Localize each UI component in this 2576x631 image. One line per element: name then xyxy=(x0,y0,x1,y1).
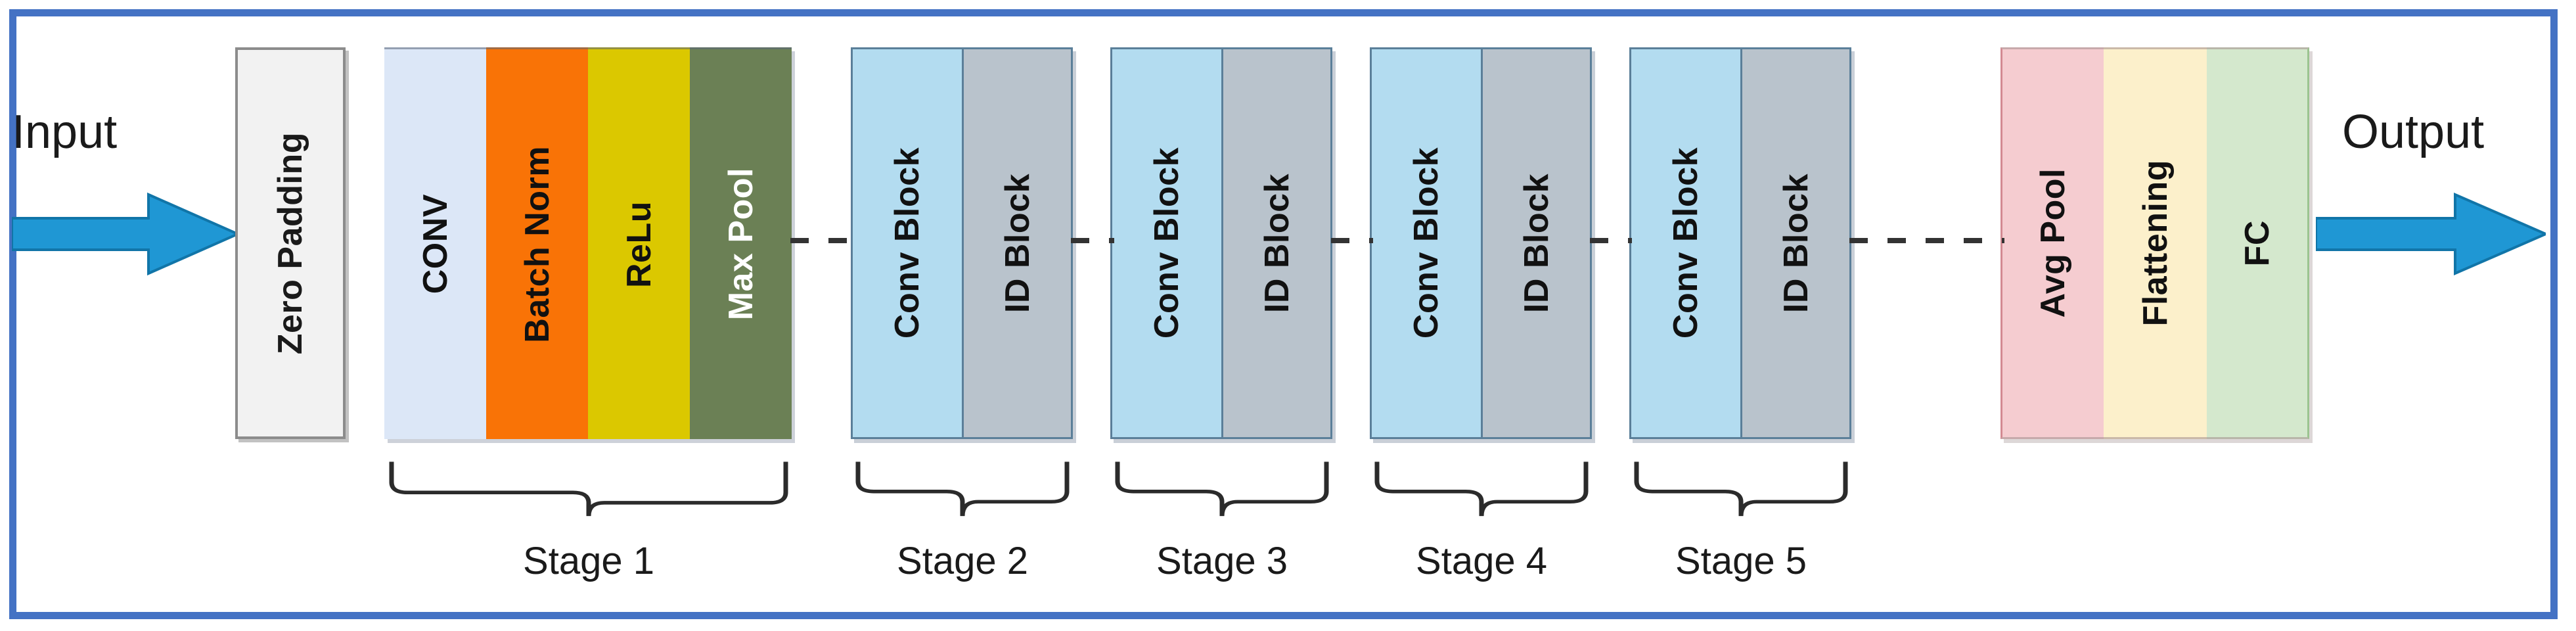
tail-stack: Avg Pool Flattening FC xyxy=(2000,47,2309,439)
block-zero-padding[interactable]: Zero Padding xyxy=(235,47,346,439)
block-id-block-3[interactable]: ID Block xyxy=(1221,47,1332,439)
block-id-block-4[interactable]: ID Block xyxy=(1481,47,1592,439)
block-label-flattening: Flattening xyxy=(2136,160,2175,327)
curly-brace-icon xyxy=(1115,461,1329,517)
block-label-fc: FC xyxy=(2238,220,2276,267)
block-label-conv-block-2: Conv Block xyxy=(888,147,926,339)
block-label-id-block-5: ID Block xyxy=(1776,173,1815,314)
block-label-conv-block-5: Conv Block xyxy=(1667,147,1705,339)
stage-2-stack: Conv Block ID Block xyxy=(851,47,1073,439)
block-label-relu: ReLu xyxy=(620,200,658,288)
block-max-pool[interactable]: Max Pool xyxy=(690,47,792,439)
input-label: Input xyxy=(12,106,118,158)
brace-stage-3 xyxy=(1114,454,1330,527)
block-label-avg-pool: Avg Pool xyxy=(2034,168,2072,318)
stage-label-4: Stage 4 xyxy=(1416,540,1547,582)
block-label-id-block-2: ID Block xyxy=(998,173,1037,314)
block-label-batch-norm: Batch Norm xyxy=(518,145,556,343)
connector-stage1-stage2 xyxy=(790,238,853,243)
block-relu[interactable]: ReLu xyxy=(588,47,690,439)
brace-stage-1 xyxy=(388,454,790,527)
block-batch-norm[interactable]: Batch Norm xyxy=(486,47,588,439)
connector-stage2-stage3 xyxy=(1071,238,1114,243)
block-conv[interactable]: CONV xyxy=(384,47,486,439)
block-label-zero-padding: Zero Padding xyxy=(271,131,309,355)
connector-stage5-tail xyxy=(1849,238,2004,243)
right-arrow-icon xyxy=(2316,192,2546,276)
block-label-conv-block-4: Conv Block xyxy=(1407,147,1445,339)
block-avg-pool[interactable]: Avg Pool xyxy=(2000,47,2104,439)
stage-4-stack: Conv Block ID Block xyxy=(1370,47,1592,439)
curly-brace-icon xyxy=(1374,461,1589,517)
curly-brace-icon xyxy=(389,461,788,517)
input-arrow xyxy=(12,192,238,276)
brace-stage-2 xyxy=(854,454,1071,527)
output-arrow xyxy=(2316,192,2546,276)
stage-label-1: Stage 1 xyxy=(523,540,654,582)
brace-stage-4 xyxy=(1373,454,1590,527)
block-label-id-block-3: ID Block xyxy=(1257,173,1296,314)
block-conv-block-2[interactable]: Conv Block xyxy=(851,47,962,439)
stage-label-5: Stage 5 xyxy=(1675,540,1807,582)
connector-stage3-stage4 xyxy=(1331,238,1373,243)
stage-3-stack: Conv Block ID Block xyxy=(1110,47,1332,439)
block-label-conv-block-3: Conv Block xyxy=(1148,147,1186,339)
stage-label-2: Stage 2 xyxy=(897,540,1028,582)
block-id-block-5[interactable]: ID Block xyxy=(1740,47,1851,439)
brace-stage-5 xyxy=(1633,454,1849,527)
output-label: Output xyxy=(2342,106,2485,158)
stage-label-3: Stage 3 xyxy=(1156,540,1288,582)
block-conv-block-4[interactable]: Conv Block xyxy=(1370,47,1481,439)
curly-brace-icon xyxy=(855,461,1070,517)
stage-1-stack: CONV Batch Norm ReLu Max Pool xyxy=(384,47,792,439)
curly-brace-icon xyxy=(1634,461,1848,517)
block-label-id-block-4: ID Block xyxy=(1517,173,1556,314)
block-conv-block-3[interactable]: Conv Block xyxy=(1110,47,1221,439)
block-fc[interactable]: FC xyxy=(2207,47,2309,439)
connector-stage4-stage5 xyxy=(1590,238,1632,243)
block-conv-block-5[interactable]: Conv Block xyxy=(1629,47,1740,439)
right-arrow-icon xyxy=(12,192,238,276)
block-label-conv: CONV xyxy=(416,194,455,294)
block-id-block-2[interactable]: ID Block xyxy=(962,47,1073,439)
block-flattening[interactable]: Flattening xyxy=(2104,47,2207,439)
stage-5-stack: Conv Block ID Block xyxy=(1629,47,1851,439)
block-label-max-pool: Max Pool xyxy=(721,168,760,321)
